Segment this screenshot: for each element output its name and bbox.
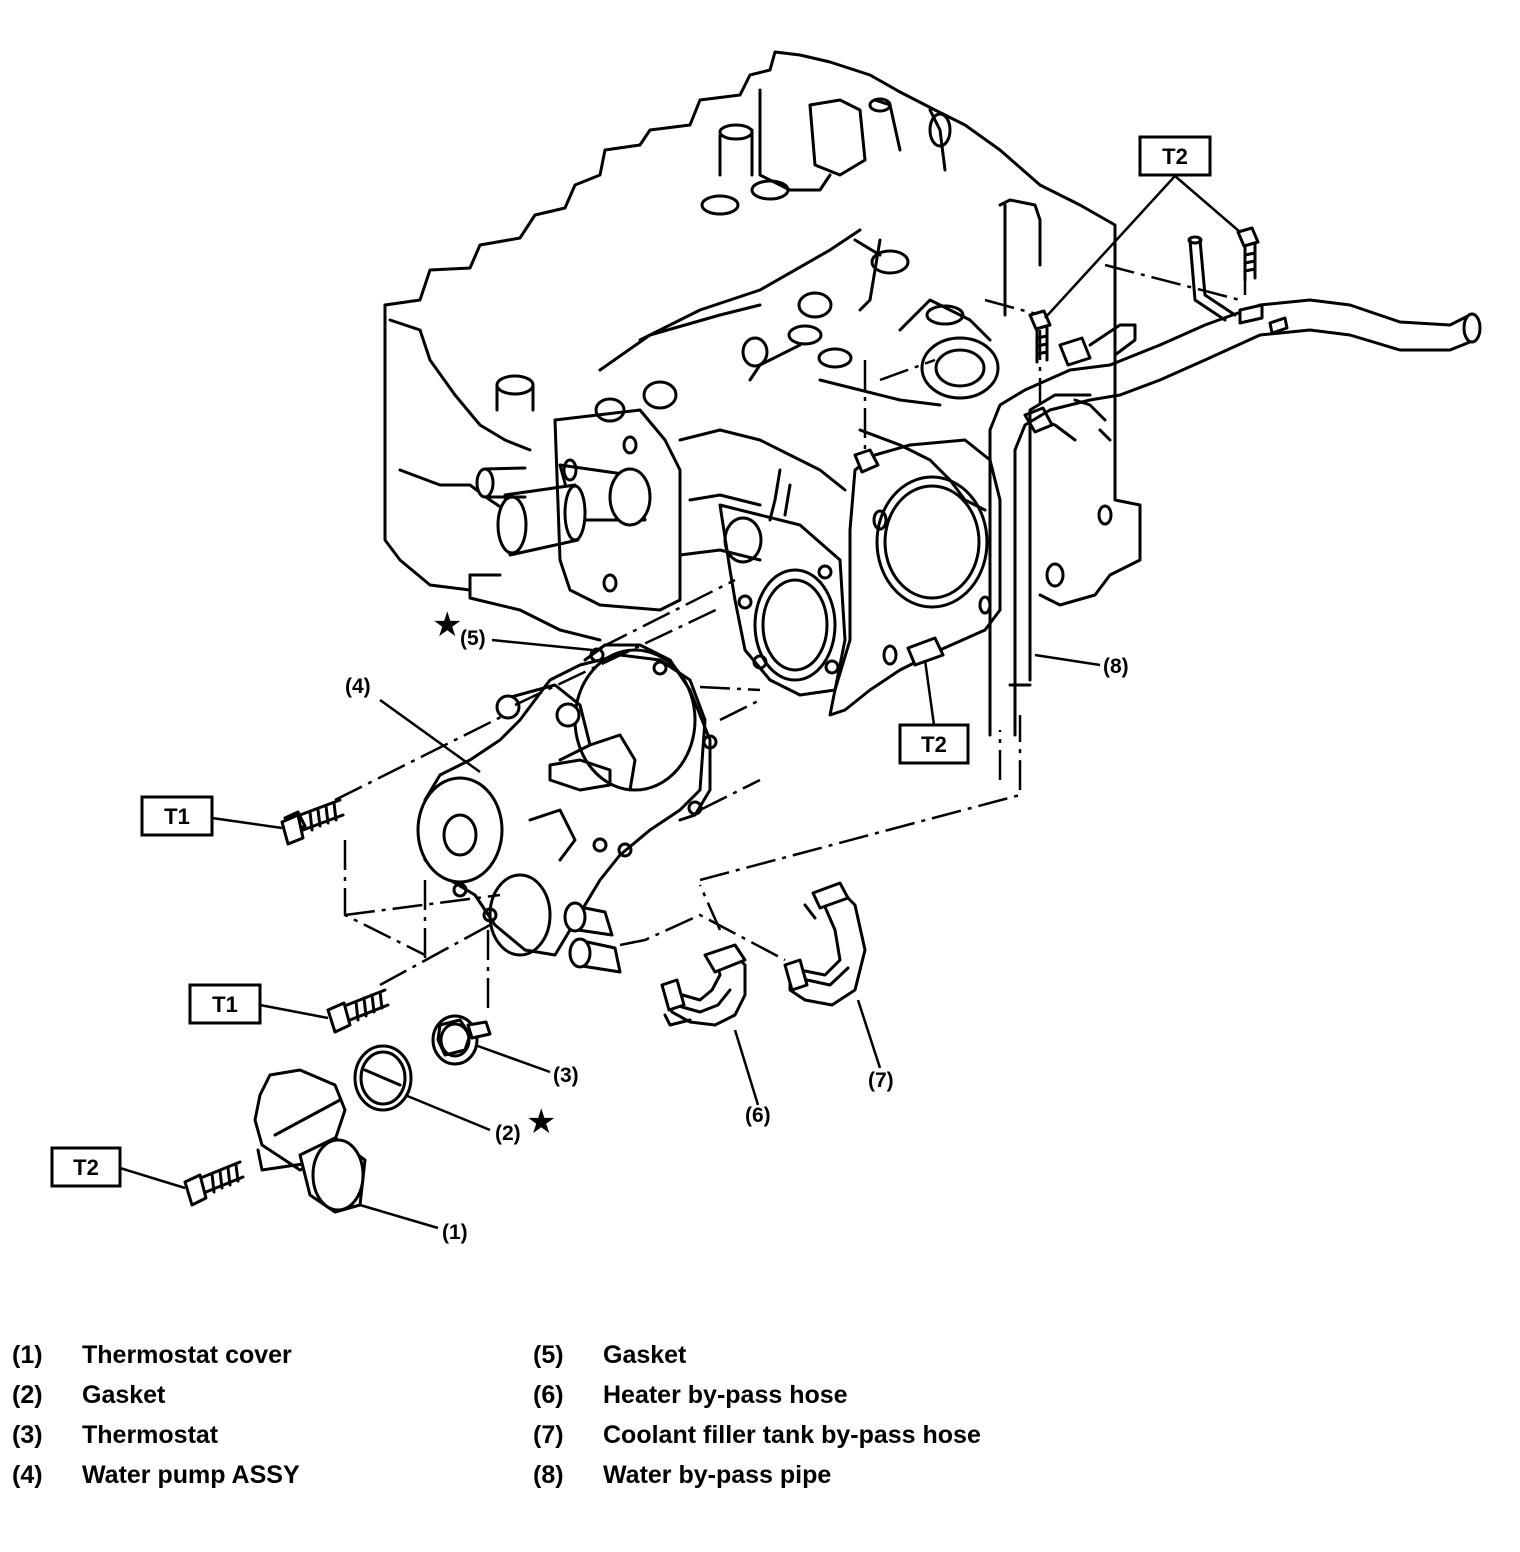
callout-2: (2) ★	[404, 1093, 556, 1145]
svg-text:(1): (1)	[442, 1221, 468, 1244]
callout-3: (3)	[474, 1043, 579, 1087]
legend-part-name: Thermostat	[82, 1421, 219, 1449]
callout-5: ★ (5)	[432, 605, 593, 652]
legend-part-name: Gasket	[82, 1381, 166, 1409]
legend-number: (2)	[12, 1381, 43, 1409]
bolt-t1-upper	[280, 798, 345, 846]
svg-text:T2: T2	[921, 732, 947, 757]
bolt-t2-top-2	[1028, 309, 1052, 364]
torque-label-t1-lower: T1	[188, 983, 329, 1025]
callout-1: (1)	[359, 1203, 468, 1244]
legend-part-name: Water by-pass pipe	[603, 1461, 832, 1489]
torque-label-t2-bottom: T2	[50, 1146, 186, 1190]
svg-text:(8): (8)	[1103, 655, 1129, 678]
thermostat	[431, 1014, 492, 1066]
thermostat-gasket	[353, 1044, 413, 1112]
svg-text:(6): (6)	[745, 1104, 771, 1127]
torque-label-t2-top: T2	[1044, 135, 1241, 319]
torque-label-t1-upper: T1	[140, 795, 283, 837]
thermostat-cover	[253, 1068, 367, 1214]
legend-item: (2) Gasket	[12, 1375, 512, 1415]
replace-star-2: ★	[526, 1102, 556, 1142]
legend-item: (1) Thermostat cover	[12, 1335, 512, 1375]
legend-item: (4) Water pump ASSY	[12, 1455, 512, 1495]
legend-item: (6) Heater by-pass hose	[533, 1375, 1133, 1415]
legend-part-name: Water pump ASSY	[82, 1461, 300, 1489]
water-pump-assy	[416, 643, 718, 974]
legend-item: (3) Thermostat	[12, 1415, 512, 1455]
legend-number: (1)	[12, 1341, 43, 1369]
bolt-t2-bottom	[183, 1160, 245, 1207]
svg-text:(2): (2)	[495, 1122, 521, 1145]
svg-text:T1: T1	[212, 992, 238, 1017]
parts-legend: (1) Thermostat cover (2) Gasket (3) Ther…	[0, 1335, 1520, 1515]
bolt-t1-lower	[326, 988, 390, 1034]
legend-item: (7) Coolant filler tank by-pass hose	[533, 1415, 1133, 1455]
legend-number: (6)	[533, 1381, 564, 1409]
callout-4: (4)	[345, 675, 481, 774]
legend-item: (5) Gasket	[533, 1335, 1133, 1375]
torque-label-t2-right: T2	[898, 659, 970, 765]
legend-number: (8)	[533, 1461, 564, 1489]
legend-column-right: (5) Gasket (6) Heater by-pass hose (7) C…	[533, 1335, 1133, 1495]
svg-text:(7): (7)	[868, 1069, 894, 1092]
svg-text:(5): (5)	[460, 627, 486, 650]
svg-text:T2: T2	[73, 1155, 99, 1180]
water-bypass-pipe	[988, 235, 1482, 737]
legend-item: (8) Water by-pass pipe	[533, 1455, 1133, 1495]
svg-text:(4): (4)	[345, 675, 371, 698]
legend-part-name: Thermostat cover	[82, 1341, 292, 1369]
engine-block	[383, 50, 1142, 717]
legend-part-name: Gasket	[603, 1341, 687, 1369]
callout-8: (8)	[1034, 653, 1129, 678]
legend-column-left: (1) Thermostat cover (2) Gasket (3) Ther…	[12, 1335, 512, 1495]
callout-6: (6)	[733, 1029, 771, 1127]
replace-star-5: ★	[432, 605, 462, 645]
coolant-filler-tank-bypass-hose	[783, 881, 867, 1007]
legend-number: (4)	[12, 1461, 43, 1489]
callout-7: (7)	[856, 999, 894, 1092]
bolt-t2-top-1	[1236, 226, 1260, 282]
svg-text:(3): (3)	[553, 1064, 579, 1087]
legend-number: (7)	[533, 1421, 564, 1449]
svg-text:T1: T1	[164, 804, 190, 829]
svg-text:T2: T2	[1162, 144, 1188, 169]
legend-number: (3)	[12, 1421, 43, 1449]
alignment-lines	[334, 263, 1247, 1015]
exploded-view-diagram: T2 T2 T1 T1 T2 (1) (2) ★ (3) (4) ★	[50, 50, 1482, 1244]
legend-part-name: Heater by-pass hose	[603, 1381, 848, 1409]
legend-part-name: Coolant filler tank by-pass hose	[603, 1421, 981, 1449]
legend-number: (5)	[533, 1341, 564, 1369]
heater-bypass-hose	[660, 943, 747, 1027]
